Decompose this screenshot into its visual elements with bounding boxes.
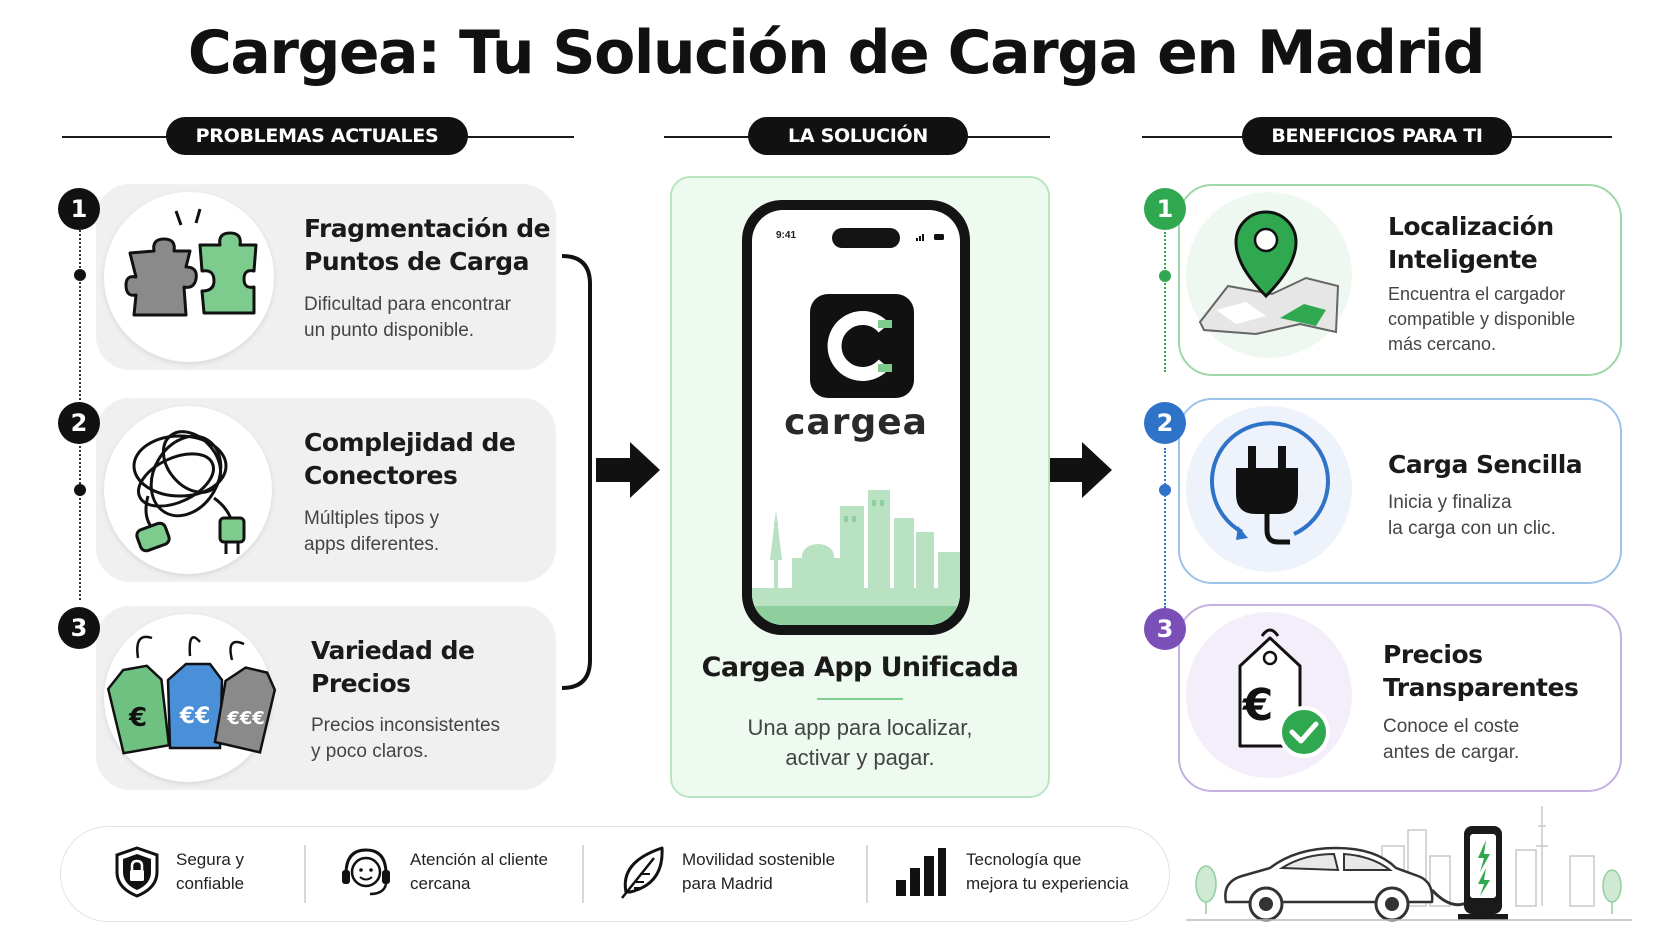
problems-bracket [561,254,592,690]
tangled-cables-icon [132,430,246,554]
connector-dot [74,269,86,281]
step-number: 2 [1144,402,1186,444]
status-icons [916,234,944,241]
cargea-c-icon [827,311,892,381]
problem-desc: Dificultad para encontrar un punto dispo… [304,294,511,341]
benefit-title: Carga Sencilla [1388,450,1583,479]
problem-desc: Precios inconsistentes y poco claros. [311,715,501,762]
phone-time: 9:41 [776,230,797,241]
feature-label: Tecnología que mejora tu experiencia [966,850,1129,893]
benefits-connector [1164,448,1166,608]
feature-label: Atención al cliente cercana [410,850,548,893]
feature-divider [582,845,584,903]
step-number: 3 [58,607,100,649]
cargea-app-logo [810,294,914,398]
benefits-connector [1164,232,1166,372]
step-number: 2 [58,402,100,444]
price-tags-icon: € €€ €€€ [106,635,277,755]
benefit-title: Localización Inteligente [1388,212,1554,274]
phone-screen: 9:41 cargea [752,210,960,625]
headset-icon [342,848,390,896]
arrow-right-icon [596,442,660,498]
ev-charging-illustration [1186,806,1632,922]
shield-lock-icon [115,846,159,898]
tag-label: € [128,703,147,733]
problem-title: Complejidad de Conectores [304,428,516,490]
phone-mockup: 9:41 cargea [742,200,970,635]
section-pill-problems: PROBLEMAS ACTUALES [166,117,468,155]
step-number: 1 [1144,188,1186,230]
problem-title: Variedad de Precios [311,636,475,698]
connector-dot [1159,270,1171,282]
section-pill-benefits: BENEFICIOS PARA TI [1242,117,1512,155]
puzzle-icon [124,208,258,317]
solution-divider [817,698,903,700]
problem-title: Fragmentación de Puntos de Carga [304,214,551,276]
arrow-right-icon [1050,442,1112,498]
connector-dot [74,484,86,496]
step-number: 1 [58,188,100,230]
brand-name: cargea [784,402,928,443]
feature-label: Movilidad sostenible para Madrid [682,850,836,893]
connector-dot [1159,484,1171,496]
solution-desc: Una app para localizar, activar y pagar. [747,715,973,770]
currency-symbol: € [1242,680,1274,731]
benefit-title: Precios Transparentes [1383,640,1579,702]
tag-label: €€€ [226,708,265,729]
step-number: 3 [1144,608,1186,650]
madrid-skyline [752,490,960,625]
section-pill-solution: LA SOLUCIÓN [748,117,968,155]
feature-label: Segura y confiable [176,850,245,893]
page-title: Cargea: Tu Solución de Carga en Madrid [187,18,1486,88]
problem-desc: Múltiples tipos y apps diferentes. [304,508,440,555]
feature-divider [304,845,306,903]
euro-tag-check-icon: € [1238,628,1330,758]
leaf-icon [621,846,664,899]
tag-label: €€ [179,704,211,729]
benefit-desc: Conoce el coste antes de cargar. [1383,716,1520,763]
solution-title: Cargea App Unificada [701,652,1019,683]
map-pin-icon [1198,210,1340,336]
features-bar [60,826,1170,922]
benefit-desc: Encuentra el cargador compatible y dispo… [1388,284,1576,354]
phone-notch [832,228,900,248]
plug-icon [1210,421,1330,545]
bar-chart-icon [896,848,946,896]
benefit-desc: Inicia y finaliza la carga con un clic. [1388,492,1556,539]
feature-divider [866,845,868,903]
